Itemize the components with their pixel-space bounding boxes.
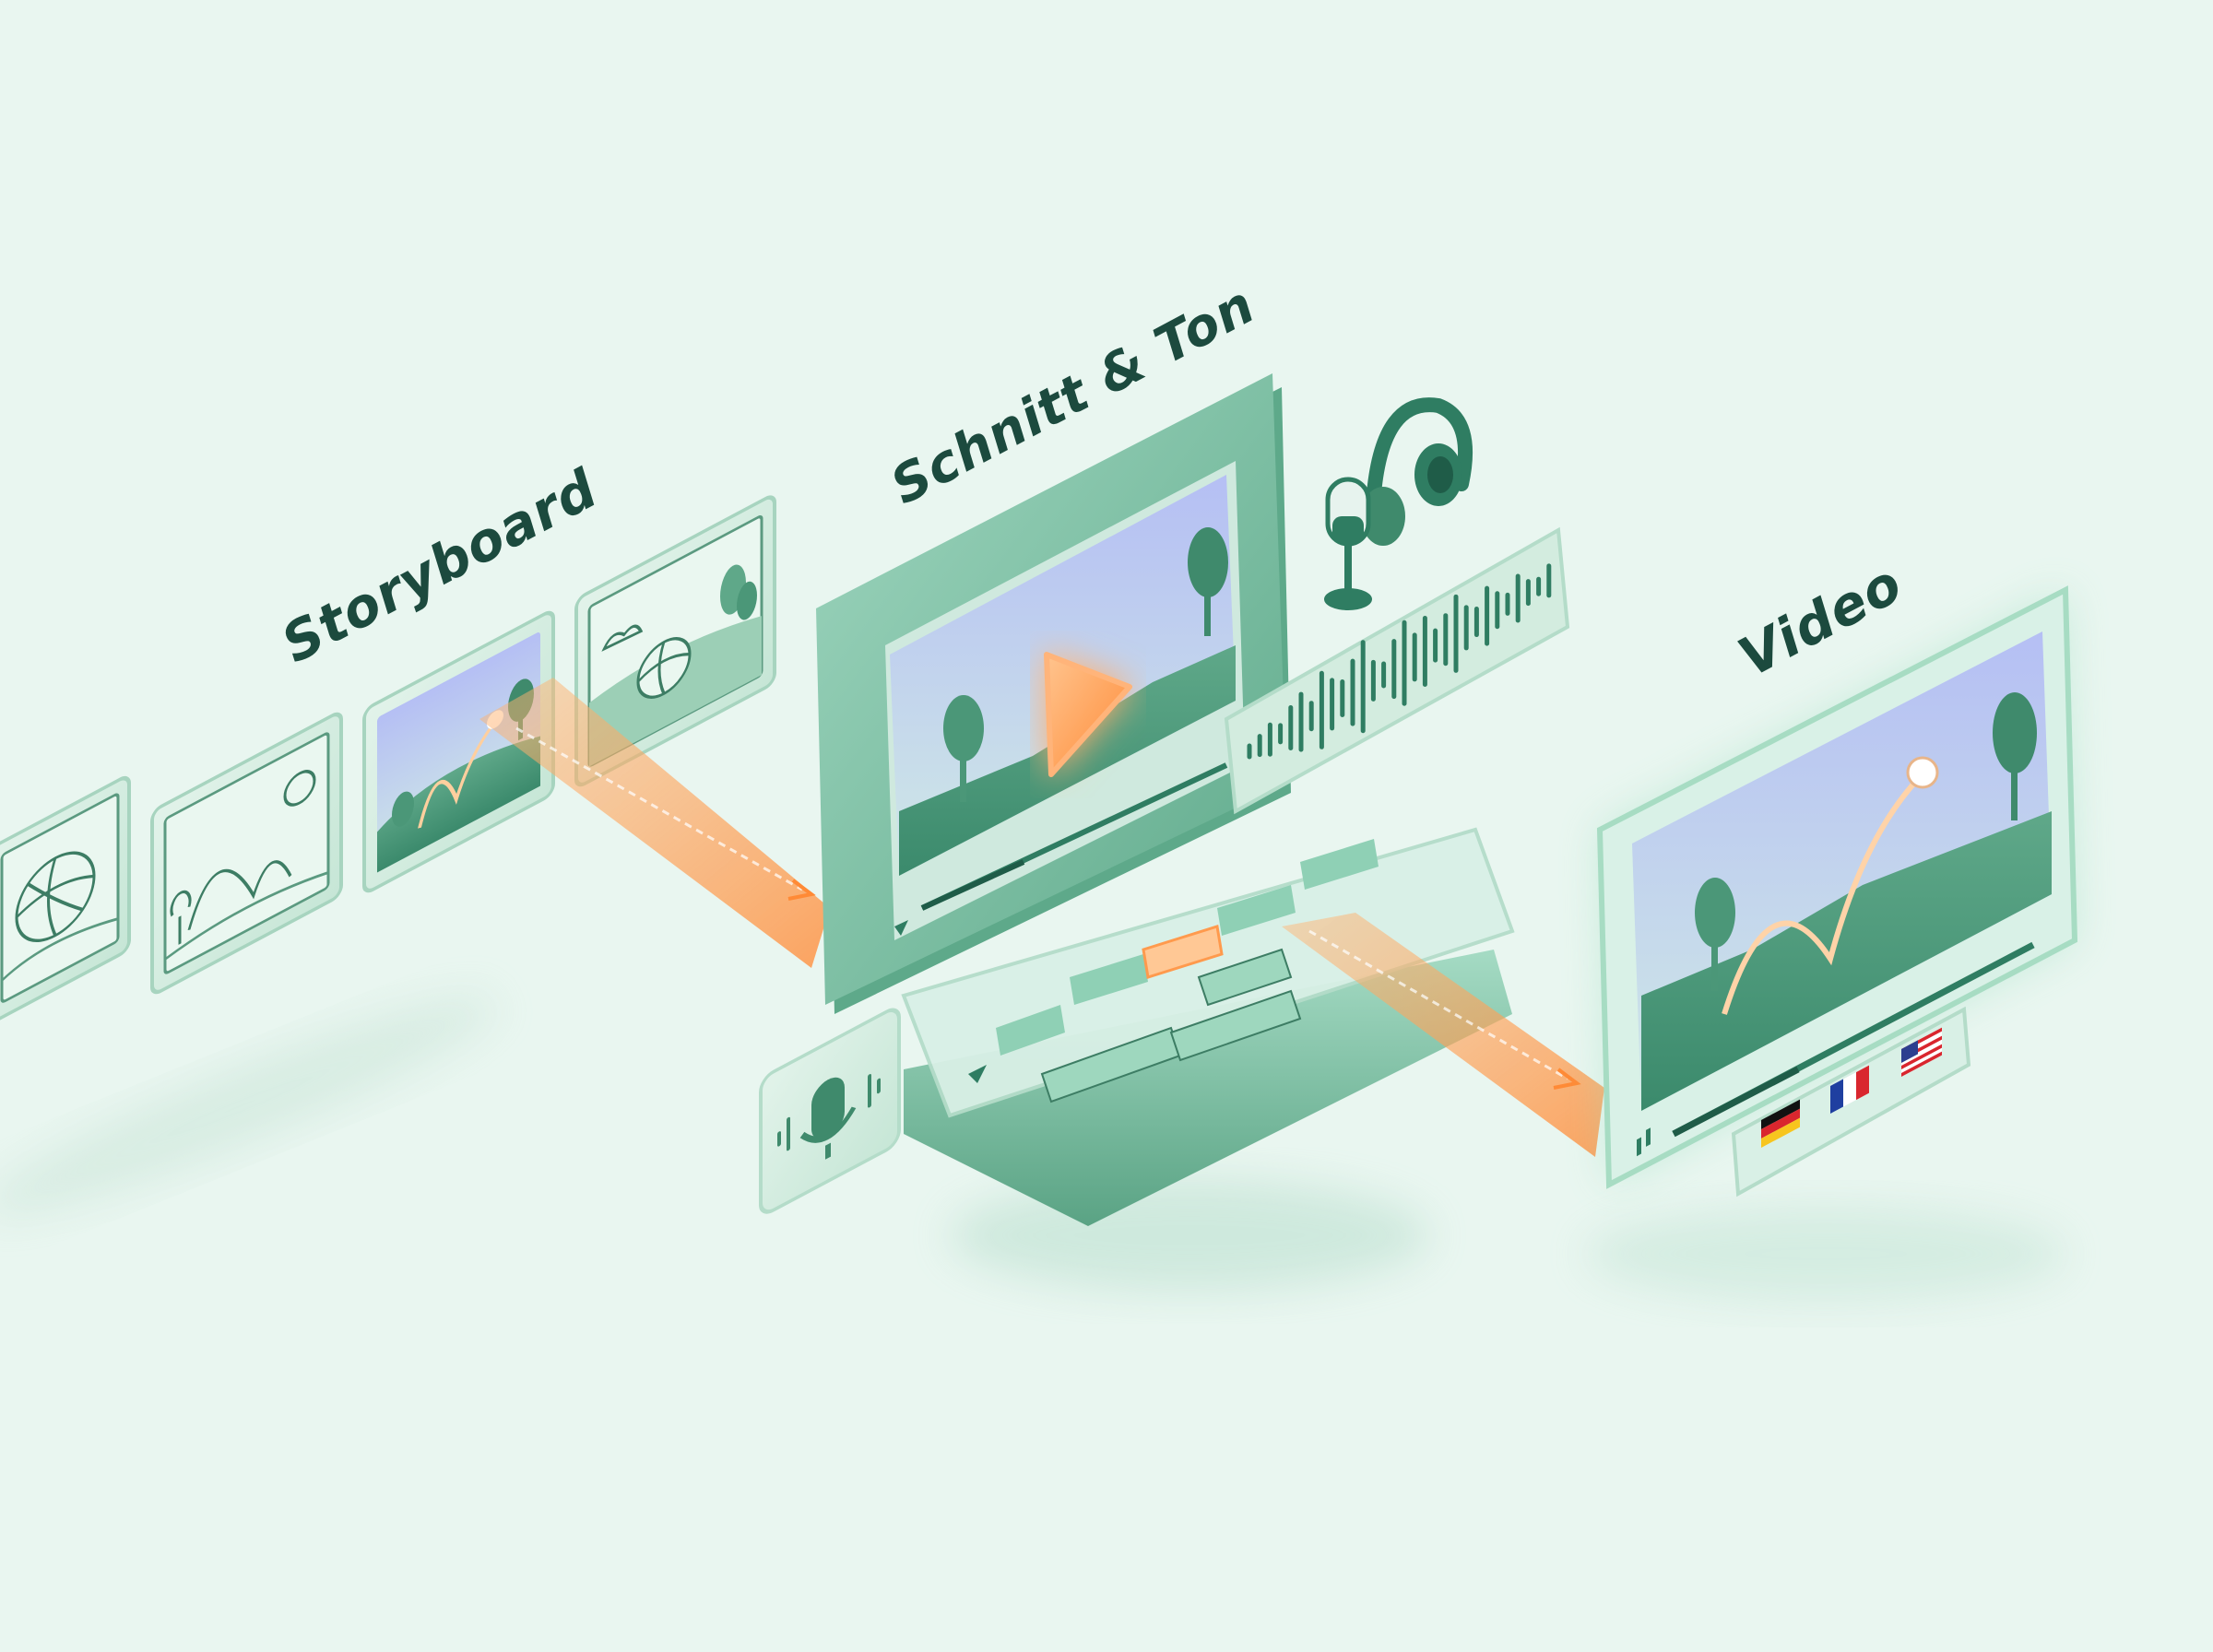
floor-shadows <box>0 997 2065 1300</box>
play-icon[interactable] <box>1044 652 1132 777</box>
basketball-sketch-frame <box>0 775 131 1022</box>
video-player-icon[interactable] <box>1596 585 2078 1189</box>
monitor-icon <box>816 373 1291 1014</box>
video-output: Video <box>1596 551 2078 1198</box>
flag-de-icon[interactable] <box>1761 1099 1800 1148</box>
voice-recording-card <box>759 1008 901 1214</box>
storyboard-label: Storyboard <box>272 457 608 676</box>
flag-us-icon[interactable] <box>1901 1027 1942 1077</box>
flow-arrow-1 <box>479 678 830 968</box>
pause-icon[interactable] <box>1637 1127 1651 1157</box>
flow-arrow-2 <box>1282 913 1604 1157</box>
language-flags-card <box>1731 1006 1971 1198</box>
timeline-editor-icon <box>901 827 1515 1226</box>
bounce-arc-sketch-frame <box>150 712 343 995</box>
colored-bounce-frame <box>362 610 555 893</box>
basketball-landscape-frame <box>574 495 776 787</box>
microphone-icon <box>1324 477 1372 610</box>
storyboard-group: Storyboard <box>0 457 776 1022</box>
editing-station: Schnitt & Ton <box>759 275 1570 1226</box>
video-label: Video <box>1729 551 1912 689</box>
flag-fr-icon[interactable] <box>1830 1065 1869 1114</box>
audio-waveform-icon <box>1224 526 1570 815</box>
headphones-icon <box>1361 397 1473 546</box>
